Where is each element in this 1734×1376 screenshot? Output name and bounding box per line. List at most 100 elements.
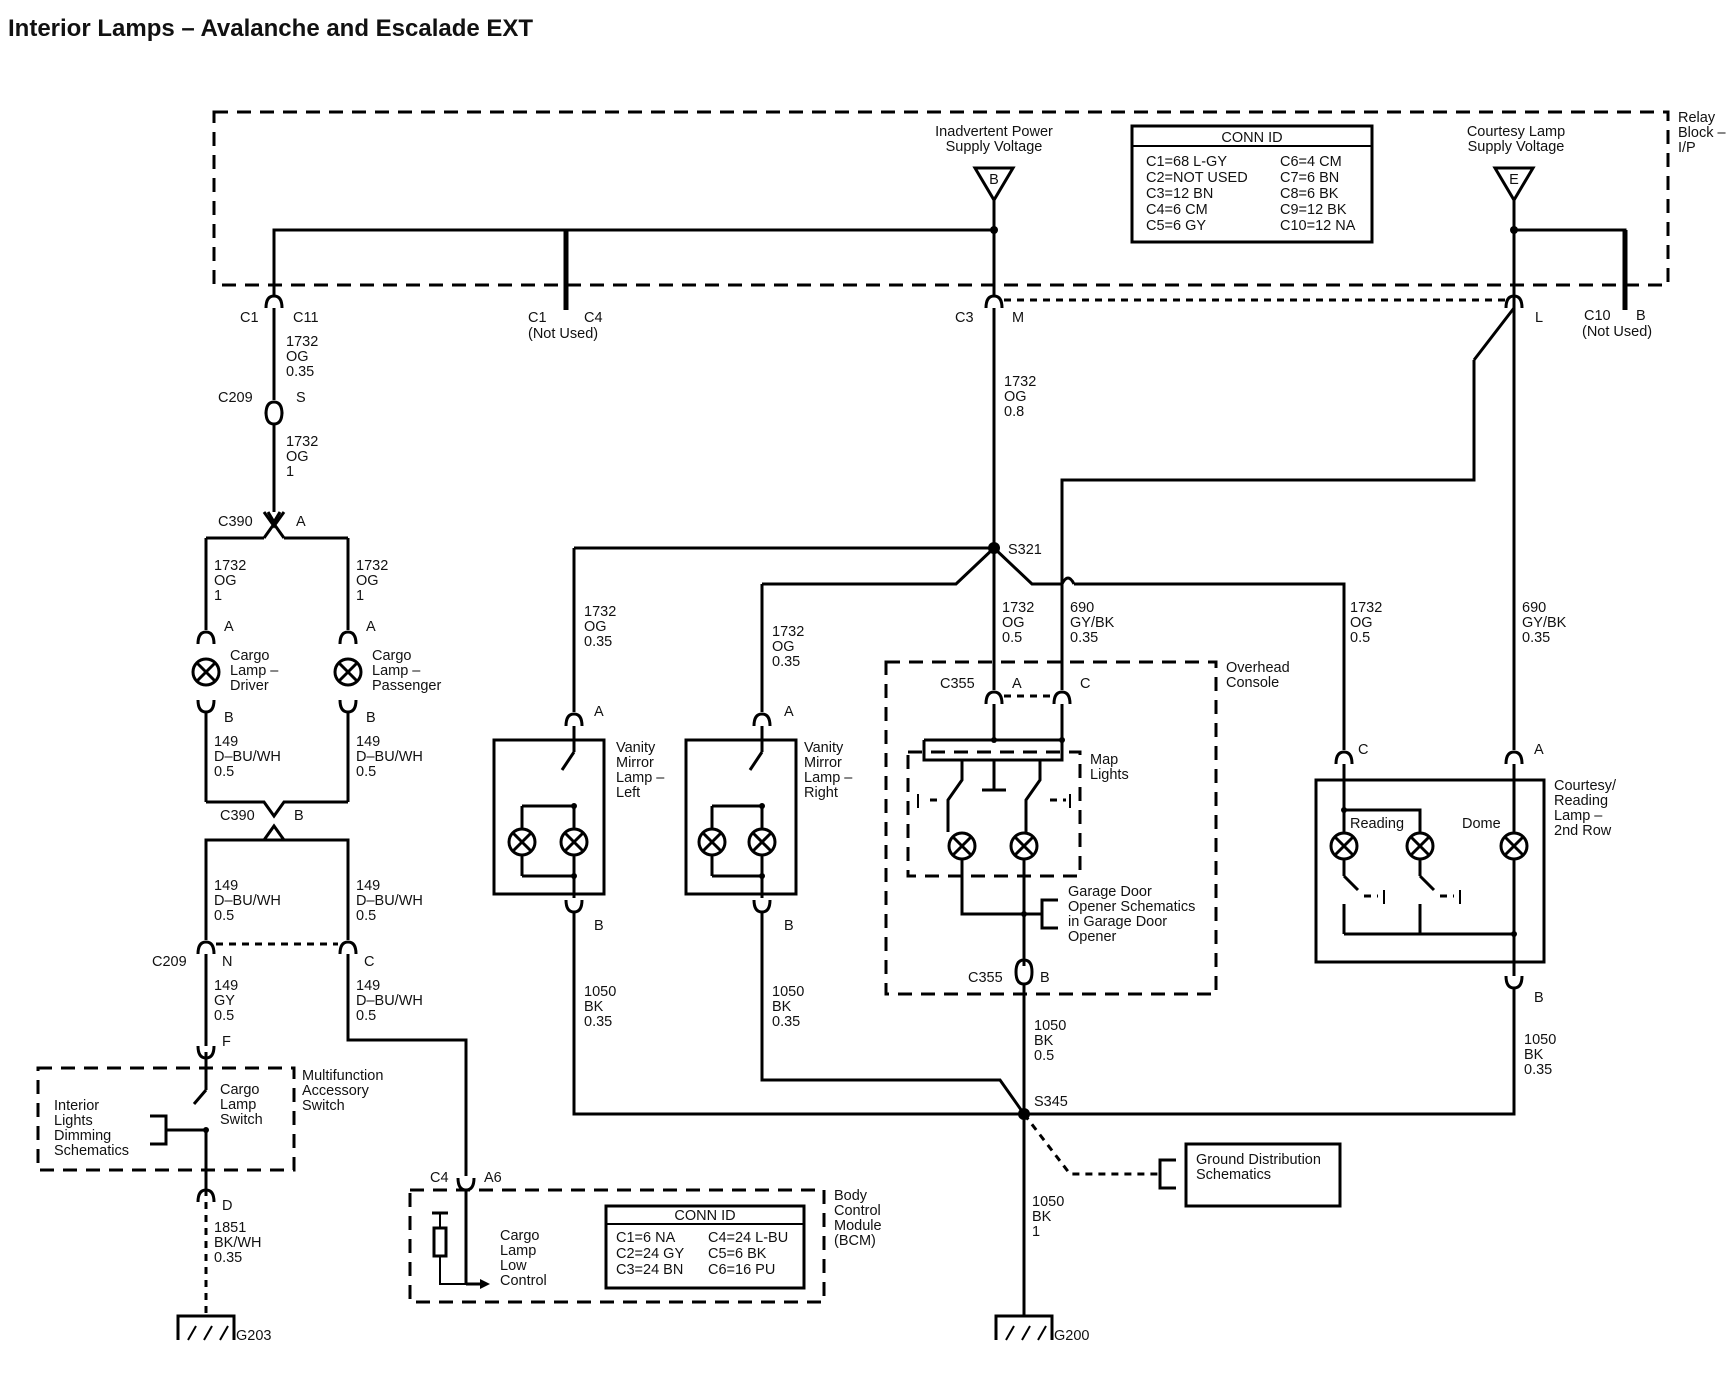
bcm-control-3: Low [500, 1258, 527, 1274]
wire-bk-dome-3: 0.35 [1524, 1062, 1552, 1078]
wire-og035-vmr-1: 1732 [772, 624, 804, 640]
connector-c209-n-pin: N [222, 954, 232, 970]
courtesy-wiring [1060, 230, 1516, 750]
relay-pin-c4: C4 [584, 310, 603, 326]
bcm-conn-right-1: C4=24 L-BU [708, 1230, 788, 1246]
connector-c209-top: C209 [218, 390, 253, 406]
bcm-control-1: Cargo [500, 1228, 540, 1244]
inadvertent-label-2: Supply Voltage [946, 139, 1043, 155]
wire-dbu-l2-1: 149 [214, 878, 238, 894]
overhead-console [884, 660, 1218, 996]
maf-pin-d: D [222, 1198, 232, 1214]
garage-4: Opener [1068, 929, 1117, 945]
courtesy-label-3: Lamp – [1554, 808, 1603, 824]
connector-c1 [264, 294, 284, 310]
cargo-lamp-driver [191, 630, 221, 714]
vml-label-2: Mirror [616, 755, 654, 771]
cargo-passenger-label-3: Passenger [372, 678, 441, 694]
wire-og035-vml-1: 1732 [584, 604, 616, 620]
bcm-conn-left-2: C2=24 GY [616, 1246, 684, 1262]
wire-og05-read-2: OG [1350, 615, 1373, 631]
wire-gy-2: GY [214, 993, 235, 1009]
wire-dbu-r2-1: 149 [356, 878, 380, 894]
courtesy-label-1: Courtesy/ [1554, 778, 1617, 794]
wire-og035-vml-2: OG [584, 619, 607, 635]
wire-bk-vml-1: 1050 [584, 984, 616, 1000]
courtesy-label-2: Reading [1554, 793, 1608, 809]
wire-dbu-left-1: 149 [214, 734, 238, 750]
bcm-pin-a6: A6 [484, 1170, 502, 1186]
garage-2: Opener Schematics [1068, 899, 1195, 915]
relay-block: Relay Block – I/P B Inadvertent Power Su… [212, 110, 1726, 342]
relay-pin-c3: C3 [955, 310, 974, 326]
wire-bk-c355-3: 0.5 [1034, 1048, 1054, 1064]
courtesy-pin-b: B [1534, 990, 1544, 1006]
wire-bk-dome-1: 1050 [1524, 1032, 1556, 1048]
wire-dbu-r2-3: 0.5 [356, 908, 376, 924]
bcm-conn-left-3: C3=24 BN [616, 1262, 683, 1278]
bcm-conn-right-3: C6=16 PU [708, 1262, 775, 1278]
splice-s321: S321 [1008, 542, 1042, 558]
vmr-label-2: Mirror [804, 755, 842, 771]
wire-og08-2: OG [1004, 389, 1027, 405]
cargo-driver-pin-a: A [224, 619, 234, 635]
wire-gybk-c355-2: GY/BK [1070, 615, 1115, 631]
wire-bk-dome-2: BK [1524, 1047, 1544, 1063]
relay-pin-c10: C10 [1584, 308, 1611, 324]
cargo-passenger-label-1: Cargo [372, 648, 412, 664]
wire-dbu-right-3: 0.5 [356, 764, 376, 780]
connector-c390-b: C390 [220, 808, 255, 824]
relay-block-label-3: I/P [1678, 140, 1696, 156]
inadvertent-pin: B [989, 172, 999, 188]
dome-label: Dome [1462, 816, 1501, 832]
bcm-label-4: (BCM) [834, 1233, 876, 1249]
connector-c209-top-pin: S [296, 390, 306, 406]
garage-1: Garage Door [1068, 884, 1152, 900]
bcm-conn-left-1: C1=6 NA [616, 1230, 676, 1246]
cargo-lamp-passenger [333, 630, 363, 714]
wire-og1-top-1: 1732 [286, 434, 318, 450]
relay-pin-c1: C1 [240, 310, 259, 326]
wire-gybk-dome-1: 690 [1522, 600, 1546, 616]
wire-og1-right-1: 1732 [356, 558, 388, 574]
wire-og05-c355-3: 0.5 [1002, 630, 1022, 646]
wire-og1-left-2: OG [214, 573, 237, 589]
bcm-label-1: Body [834, 1188, 868, 1204]
wire-gybk-c355-3: 0.35 [1070, 630, 1098, 646]
wire-dbu-right-2: D–BU/WH [356, 749, 423, 765]
wire-gybk-c355-1: 690 [1070, 600, 1094, 616]
wire-bk1-3: 1 [1032, 1224, 1040, 1240]
vmr-pin-b: B [784, 918, 794, 934]
bcm-label-2: Control [834, 1203, 881, 1219]
c355-pin-c: C [1080, 676, 1090, 692]
courtesy-label-1: Courtesy Lamp [1467, 124, 1565, 140]
maf-pin-f: F [222, 1034, 231, 1050]
vml-pin-a: A [594, 704, 604, 720]
ground-dist-2: Schematics [1196, 1167, 1271, 1183]
wire-og08-1: 1732 [1004, 374, 1036, 390]
wire-og05-c355-2: OG [1002, 615, 1025, 631]
relay-conn-id-right-2: C7=6 BN [1280, 170, 1339, 186]
bcm-control-4: Control [500, 1273, 547, 1289]
cargo-feed-wiring [204, 308, 350, 630]
wire-dbu-l2-2: D–BU/WH [214, 893, 281, 909]
vanity-mirror-lamp-left [492, 712, 606, 914]
reading-label: Reading [1350, 816, 1404, 832]
switch-and-bcm-wiring [204, 954, 468, 1176]
wire-bk-vmr-1: 1050 [772, 984, 804, 1000]
wire-gybk-dome-3: 0.35 [1522, 630, 1550, 646]
connector-c209-c-pin: C [364, 954, 374, 970]
cargo-driver-label-3: Driver [230, 678, 269, 694]
connector-c209-n [196, 940, 216, 956]
maf-interior-3: Dimming [54, 1128, 111, 1144]
relay-conn-id-left-4: C4=6 CM [1146, 202, 1208, 218]
vmr-label-3: Lamp – [804, 770, 853, 786]
wire-bk-vmr-3: 0.35 [772, 1014, 800, 1030]
wire-gy-1: 149 [214, 978, 238, 994]
connector-c390-a: C390 [218, 514, 253, 530]
cargo-driver-label-1: Cargo [230, 648, 270, 664]
relay-conn-id-right-3: C8=6 BK [1280, 186, 1339, 202]
vml-label-3: Lamp – [616, 770, 665, 786]
relay-pin-c1b: C1 [528, 310, 547, 326]
wire-og05-read-1: 1732 [1350, 600, 1382, 616]
